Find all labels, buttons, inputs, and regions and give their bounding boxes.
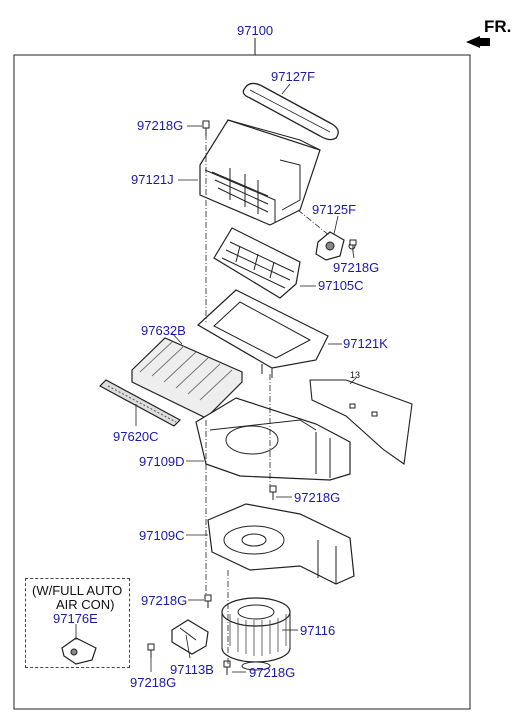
actuator-shape xyxy=(315,231,356,261)
part-label-97109C: 97109C xyxy=(139,528,185,543)
part-label-97116: 97116 xyxy=(300,623,336,638)
option-note-line2: AIR CON) xyxy=(56,597,115,612)
part-label-97218G-actuator: 97218G xyxy=(333,260,380,275)
part-label-97109D: 97109D xyxy=(139,454,185,469)
part-label-97218G-left: 97218G xyxy=(141,593,188,608)
part-label-97218G-bottom-left: 97218G xyxy=(130,675,177,690)
blower-motor-shape xyxy=(221,597,291,671)
part-label-97620C: 97620C xyxy=(113,429,159,444)
part-label-97125F: 97125F xyxy=(312,202,357,217)
option-note-box: (W/FULL AUTO AIR CON) xyxy=(25,578,130,668)
intake-duct-shape xyxy=(199,119,321,226)
option-note-line1: (W/FULL AUTO xyxy=(32,583,123,598)
screw-shapes xyxy=(147,120,357,675)
front-arrow-icon xyxy=(466,36,490,48)
filter-case-shape xyxy=(196,289,329,378)
part-label-97218G-bottom-right: 97218G xyxy=(249,665,296,680)
alignment-lines xyxy=(205,134,331,664)
resistor-shape xyxy=(171,619,209,655)
part-label-97176E: 97176E xyxy=(53,611,98,626)
part-label-97632B: 97632B xyxy=(141,323,186,338)
auto-aircon-part-shape xyxy=(61,637,97,665)
part-label-97105C: 97105C xyxy=(318,278,364,293)
upper-case-shape xyxy=(195,397,351,481)
part-label-97218G-mid: 97218G xyxy=(294,490,341,505)
leader-lines xyxy=(75,83,357,673)
intake-door-shape xyxy=(213,227,301,299)
part-label-97121J: 97121J xyxy=(131,172,174,187)
assembly-frame xyxy=(13,54,471,710)
part-label-97218G-top: 97218G xyxy=(137,118,184,133)
part-label-13: 13 xyxy=(350,370,361,380)
part-label-97121K: 97121K xyxy=(343,336,388,351)
lower-case-shape xyxy=(207,503,355,585)
assembly-number: 97100 xyxy=(237,23,274,38)
part-label-97127F: 97127F xyxy=(271,69,316,84)
filter-strip-shape xyxy=(99,379,181,427)
cabin-filter-shape xyxy=(131,337,243,419)
front-direction-label: FR. xyxy=(484,17,512,36)
gasket-panel-shape xyxy=(309,379,413,465)
part-label-97113B: 97113B xyxy=(170,662,214,677)
